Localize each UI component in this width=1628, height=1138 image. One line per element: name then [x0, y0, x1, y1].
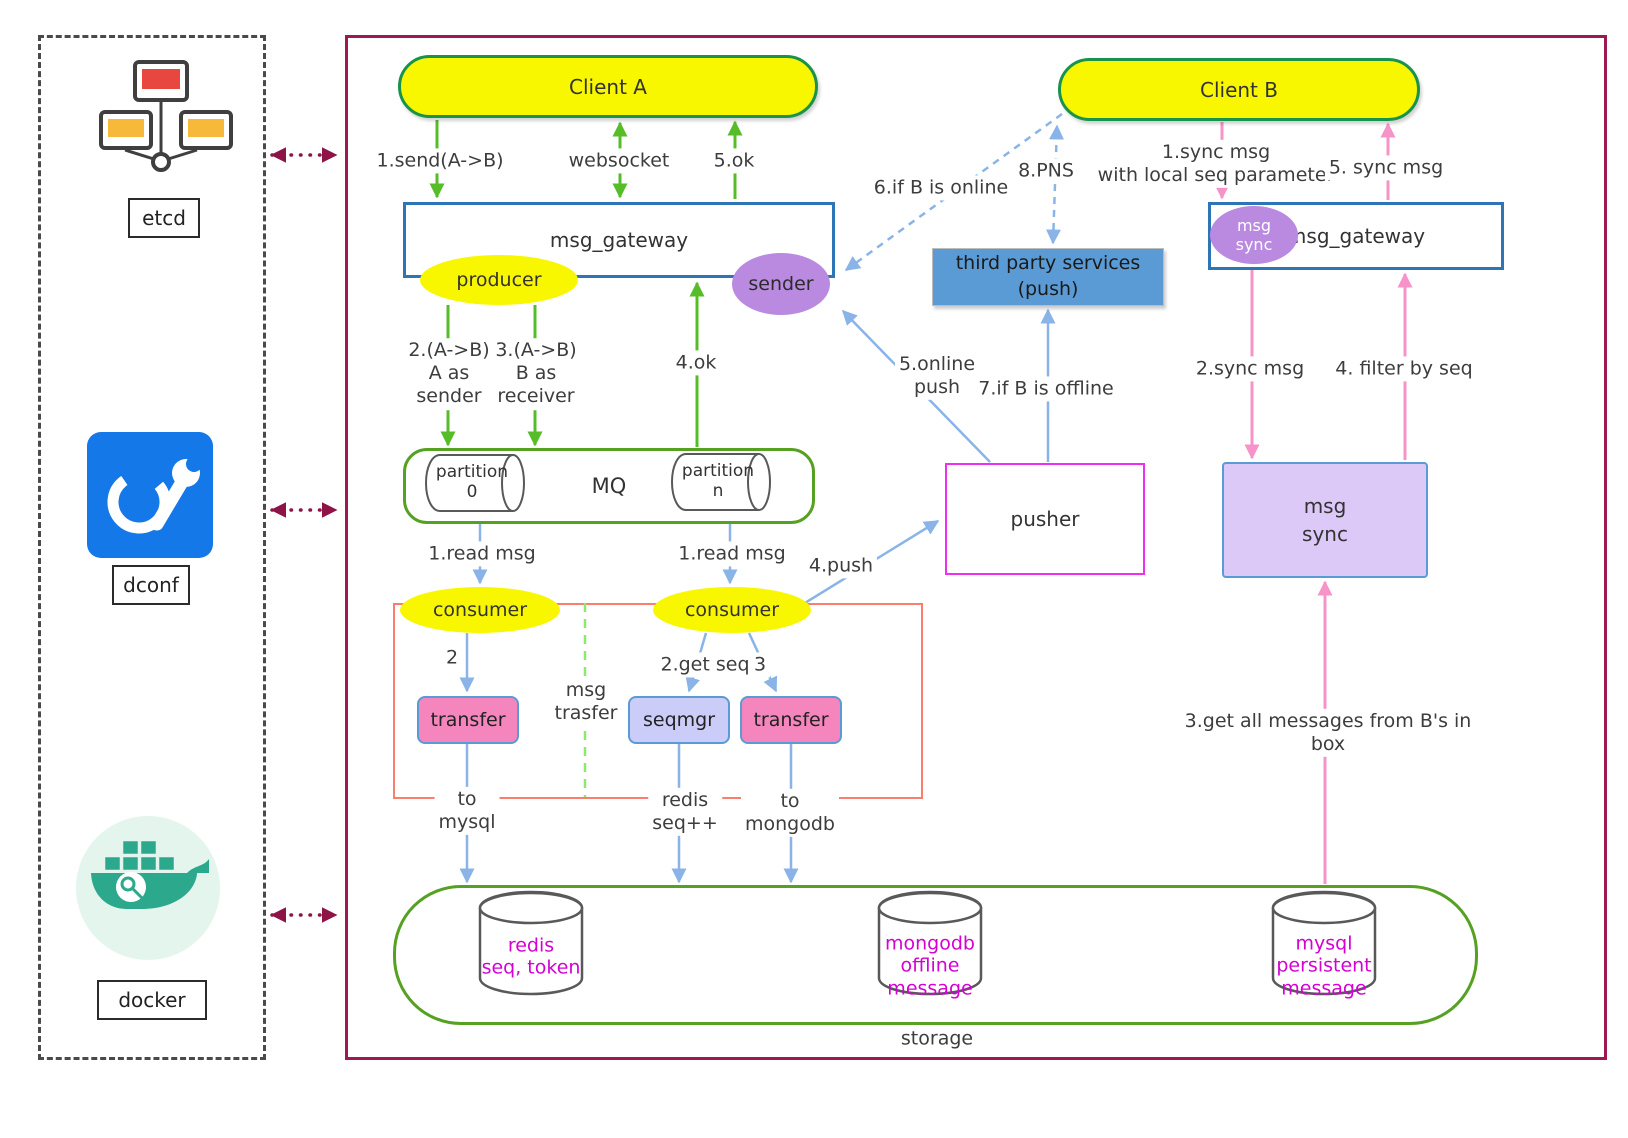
mongodb-cylinder	[877, 890, 983, 996]
redis-db-label: redis seq, token	[481, 934, 581, 979]
consumer-right-ellipse: consumer	[653, 587, 811, 633]
mysql-cylinder	[1271, 890, 1377, 996]
partition-n-label: partition n	[681, 461, 755, 501]
label-redis-seq: redis seq++	[648, 787, 722, 837]
label-6-if-b-online: 6.if B is online	[869, 175, 1013, 201]
consumer-left-ellipse: consumer	[400, 587, 560, 633]
client-a-node: Client A	[398, 55, 818, 118]
arrow-8-pns	[1045, 124, 1065, 245]
client-b-node: Client B	[1058, 58, 1420, 121]
dconf-label: dconf	[112, 565, 190, 605]
label-websocket: websocket	[564, 148, 674, 174]
label-2-sync-msg: 2.sync msg	[1191, 356, 1309, 382]
producer-ellipse: producer	[420, 255, 578, 305]
label-3-get-all-messages: 3.get all messages from B's in box	[1178, 708, 1478, 758]
transfer-right-node: transfer	[740, 696, 842, 744]
etcd-icon	[99, 60, 233, 172]
dconf-icon	[87, 432, 213, 558]
label-read-msg-right: 1.read msg	[674, 541, 790, 567]
label-1-sync-msg: 1.sync msg with local seq parameter	[1093, 139, 1339, 189]
label-to-mysql: to mysql	[434, 786, 500, 836]
msg-sync-box-node: msg sync	[1222, 462, 1428, 578]
label-to-mongodb: to mongodb	[741, 788, 839, 838]
third-party-services-node: third party services (push)	[932, 248, 1164, 306]
label-3-b-as-receiver: 3.(A->B) B as receiver	[491, 338, 581, 410]
label-4-push: 4.push	[804, 553, 878, 579]
sender-ellipse: sender	[732, 253, 830, 315]
label-7-if-b-offline: 7.if B is offline	[974, 376, 1118, 402]
label-step-2: 2	[441, 645, 463, 671]
label-1-send-ab: 1.send(A->B)	[372, 148, 508, 174]
msg-sync-ellipse: msg sync	[1210, 206, 1298, 264]
partition-0-label: partition 0	[435, 462, 509, 502]
label-5-ok: 5.ok	[709, 148, 759, 174]
pusher-node: pusher	[945, 463, 1145, 575]
partition-0-cylinder	[424, 454, 525, 512]
mysql-db-label: mysql persistent message	[1276, 932, 1372, 1000]
label-msg-trasfer: msg trasfer	[550, 677, 622, 727]
label-2-get-seq: 2.get seq	[656, 652, 754, 678]
mq-label: MQ	[591, 474, 627, 498]
label-read-msg-left: 1.read msg	[424, 541, 540, 567]
mongodb-db-label: mongodb offline message	[885, 932, 975, 1000]
label-5-sync-msg: 5. sync msg	[1324, 155, 1448, 181]
etcd-label: etcd	[128, 198, 200, 238]
label-4-ok: 4.ok	[671, 350, 721, 376]
seqmgr-node: seqmgr	[628, 696, 730, 744]
label-5-online-push: 5.online push	[894, 351, 980, 401]
label-4-filter-by-seq: 4. filter by seq	[1331, 356, 1477, 382]
partition-n-cylinder	[670, 453, 771, 511]
docker-icon	[76, 816, 220, 960]
label-8-pns: 8.PNS	[1014, 158, 1078, 184]
label-2-a-as-sender: 2.(A->B) A as sender	[404, 338, 494, 410]
label-step-3: 3	[749, 652, 771, 678]
redis-cylinder	[478, 890, 584, 996]
transfer-left-node: transfer	[417, 696, 519, 744]
label-storage: storage	[896, 1026, 978, 1052]
docker-label: docker	[97, 980, 207, 1020]
